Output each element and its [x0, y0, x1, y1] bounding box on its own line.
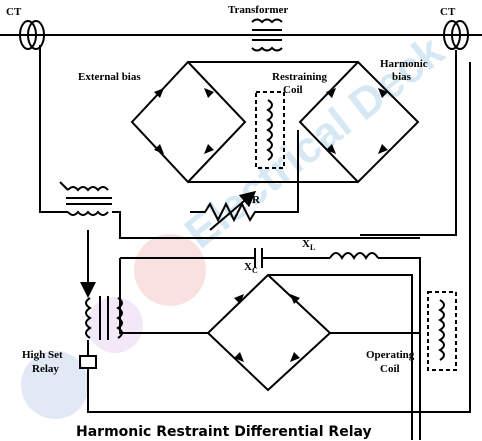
high-set-transformer: [79, 62, 471, 413]
diodes: [154, 88, 388, 362]
wire-ct-left: [39, 45, 68, 213]
wire-mid: [112, 211, 420, 239]
external-bias-bridge: [130, 60, 300, 184]
restraining-coil-label-1: Restraining: [272, 71, 328, 83]
resistor-label: R: [252, 194, 261, 206]
restraining-coil: [255, 91, 285, 169]
inductor-xl: [120, 248, 421, 440]
capacitor-label: XC: [244, 261, 258, 275]
harmonic-bias-bridge: [298, 60, 420, 184]
operating-bridge: [119, 258, 420, 440]
ct-right-symbol: [443, 20, 469, 50]
high-set-relay-label-2: Relay: [32, 363, 59, 375]
resistor-r: [190, 130, 299, 231]
external-bias-label: External bias: [78, 71, 141, 83]
transformer-label: Transformer: [228, 4, 288, 16]
bias-transformer: [59, 181, 112, 216]
transformer-symbol: [251, 18, 283, 52]
restraining-coil-label-2: Coil: [283, 84, 303, 96]
harmonic-bias-label-2: bias: [392, 71, 412, 83]
ct-right-label: CT: [440, 6, 456, 18]
operating-coil-label-1: Operating: [366, 349, 415, 361]
wire-ct-right: [360, 50, 457, 236]
ct-left-symbol: [19, 20, 45, 50]
operating-coil-label-2: Coil: [380, 363, 400, 375]
figure-caption: Harmonic Restraint Differential Relay: [76, 424, 372, 440]
harmonic-bias-label-1: Harmonic: [380, 58, 428, 70]
operating-coil: [427, 291, 457, 371]
high-set-relay-label-1: High Set: [22, 349, 63, 361]
ct-left-label: CT: [6, 6, 22, 18]
inductor-label: XL: [302, 238, 315, 252]
